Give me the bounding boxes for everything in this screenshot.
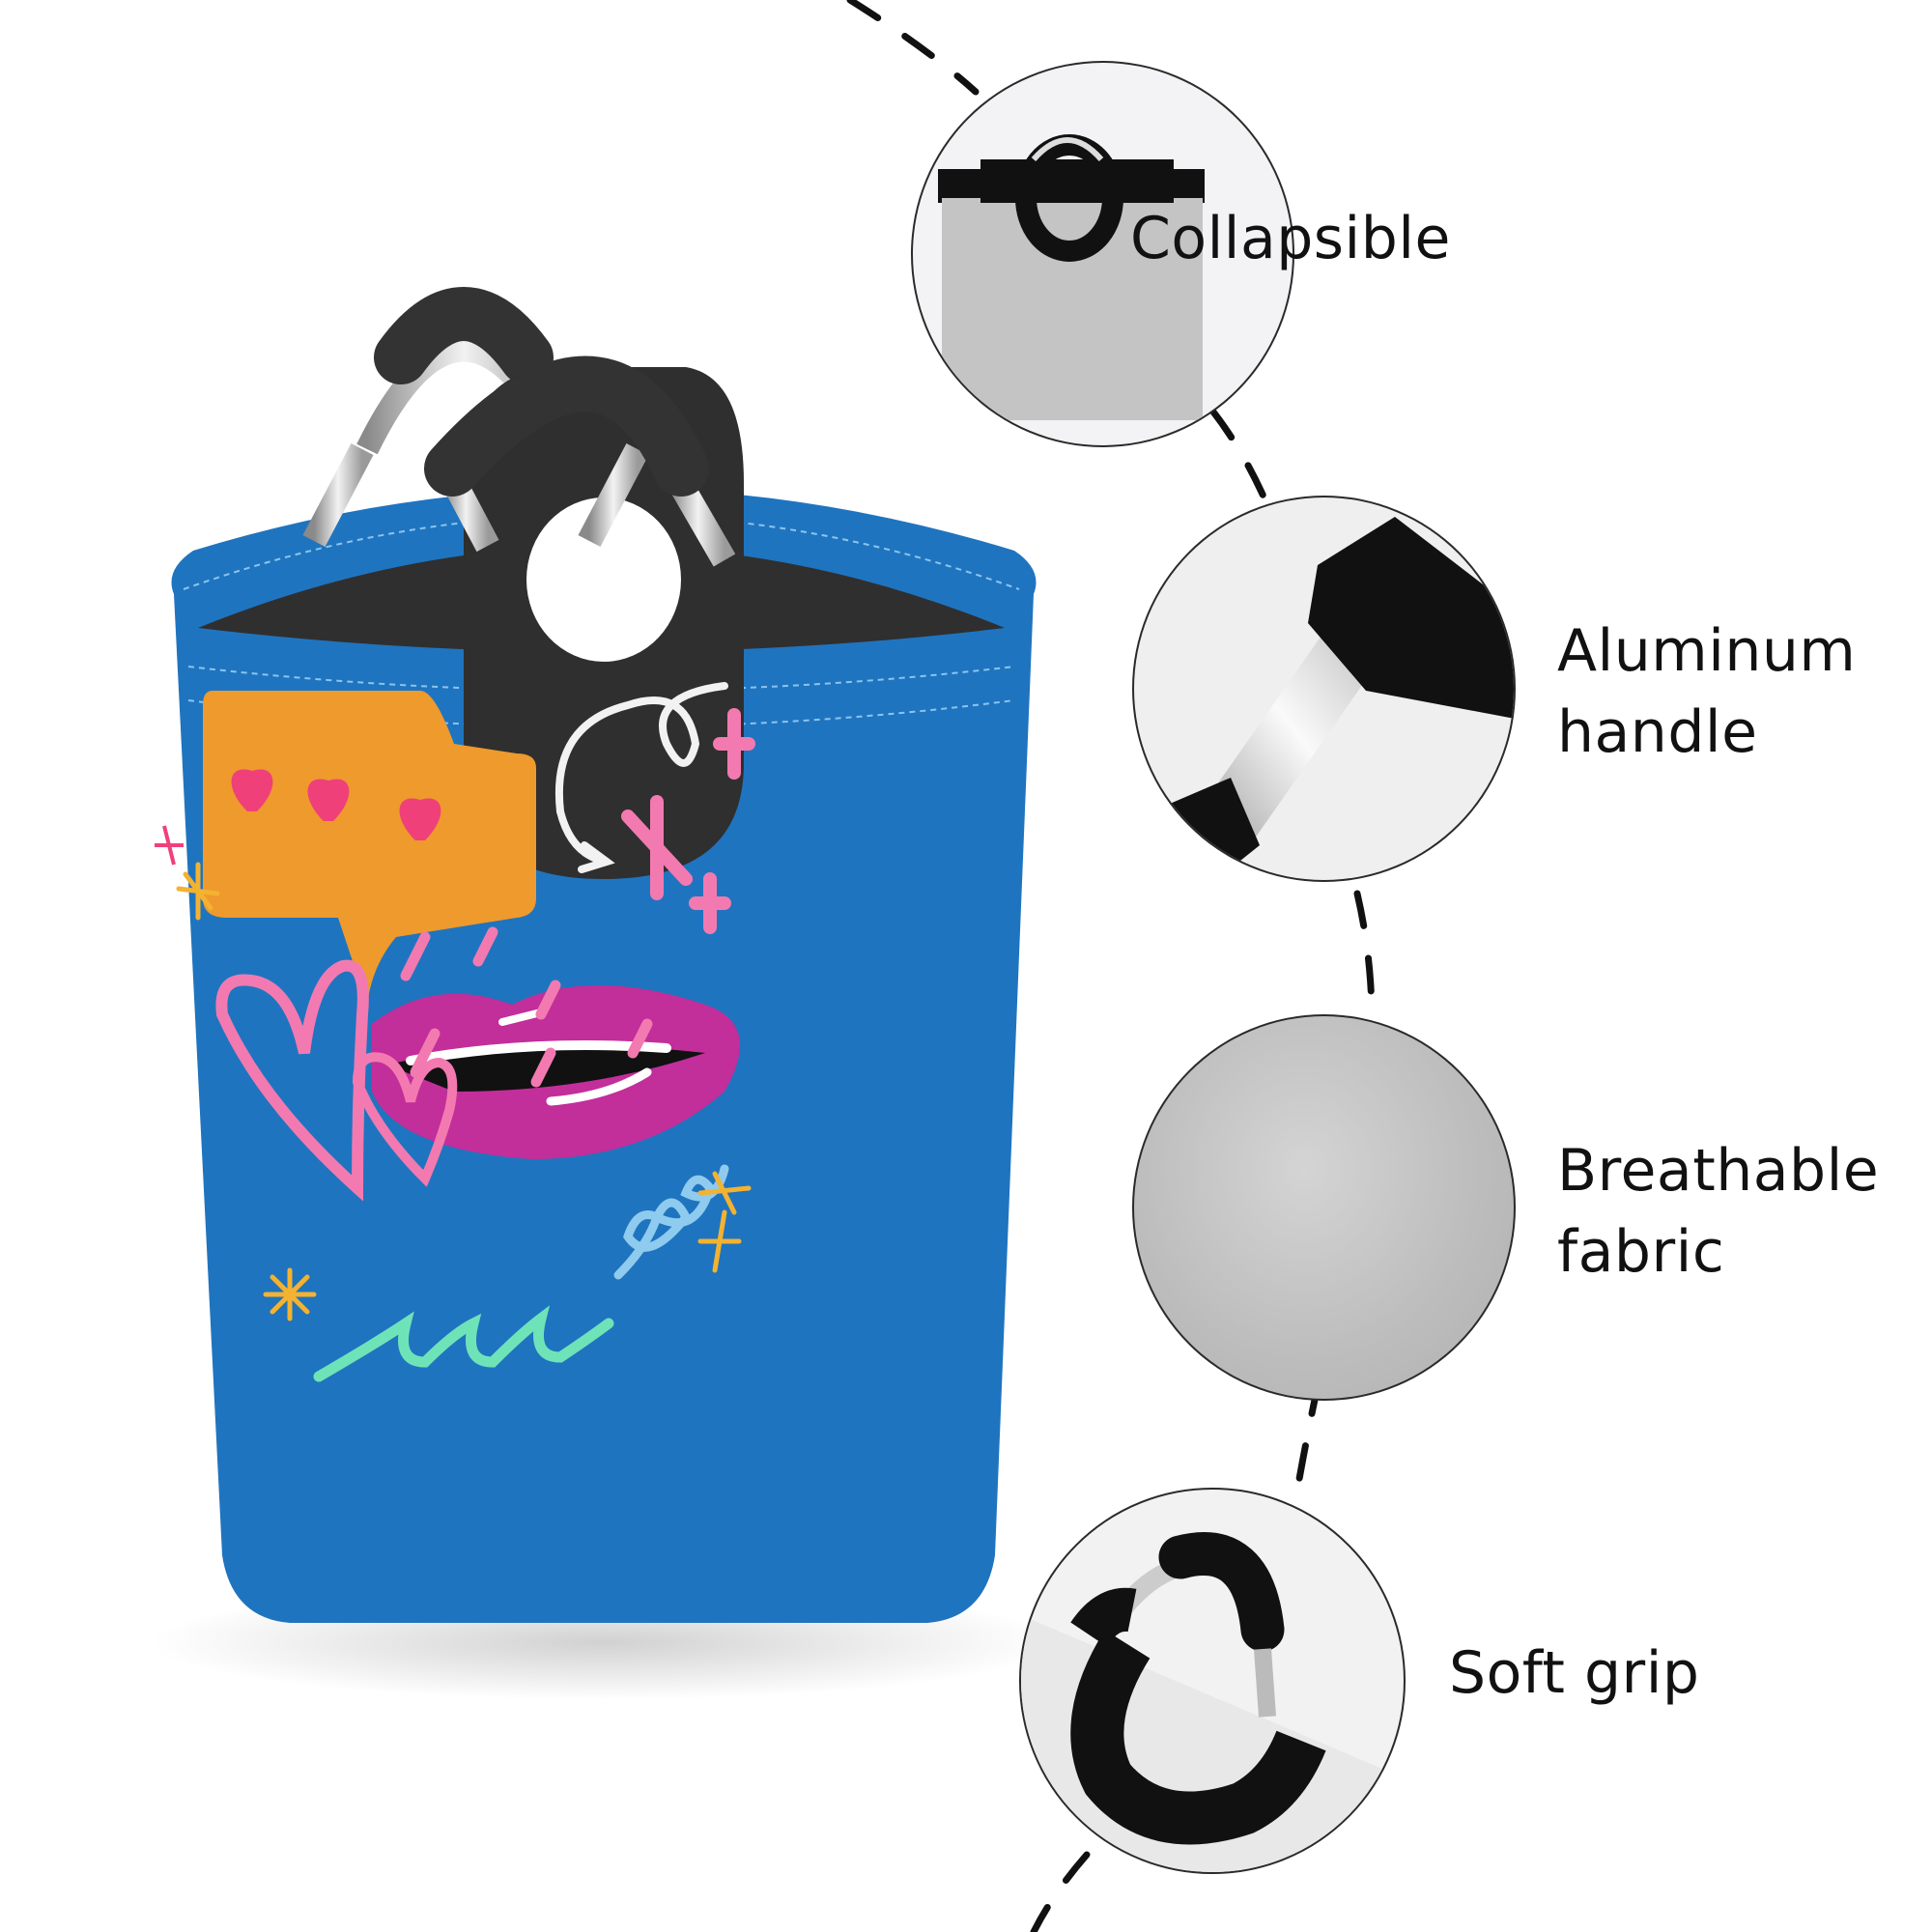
breathable-fabric-detail-circle [1132,1014,1516,1401]
feature-label-soft-grip: Soft grip [1449,1639,1700,1707]
collapsible-detail-circle [911,61,1294,447]
laundry-hamper-illustration [150,287,1058,1700]
folded-hamper-icon [938,134,1205,420]
feature-label-breathable-fabric: Breathable fabric [1557,1137,1880,1286]
aluminum-handle-detail-circle [1132,496,1516,882]
feature-label-aluminum-handle: Aluminum handle [1557,617,1857,766]
aluminum-tube-icon [1134,517,1514,880]
soft-grip-detail-circle [1019,1488,1406,1874]
soft-grip-handle-icon [1021,1532,1404,1872]
feature-label-collapsible: Collapsible [1130,205,1451,272]
